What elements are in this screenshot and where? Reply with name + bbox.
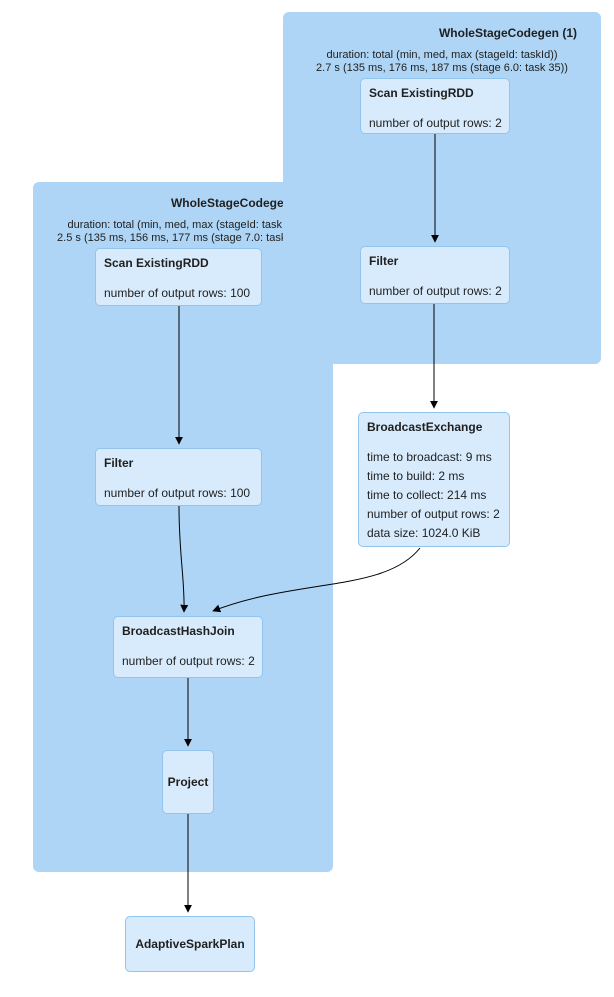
node-title: Filter (369, 254, 399, 268)
node-metrics: number of output rows: 2 (122, 652, 255, 671)
node-adaptivesparkplan[interactable]: AdaptiveSparkPlan (125, 916, 255, 972)
cluster-duration-value: 2.5 s (135 ms, 156 ms, 177 ms (stage 7.0… (57, 232, 309, 244)
node-metric: number of output rows: 100 (104, 486, 251, 500)
node-title: Scan ExistingRDD (104, 256, 209, 270)
cluster-title: WholeStageCodegen (2) (170, 196, 309, 210)
node-title: BroadcastHashJoin (122, 624, 235, 638)
node-title: BroadcastExchange (367, 420, 483, 434)
cluster-duration-block: duration: total (min, med, max (stageId:… (33, 219, 333, 245)
cluster-duration-label: duration: total (min, med, max (stageId:… (67, 219, 299, 231)
node-metrics: number of output rows: 100 (104, 484, 253, 503)
node-metrics: number of output rows: 100 (104, 284, 253, 303)
node-title: Scan ExistingRDD (369, 86, 474, 100)
node-title: AdaptiveSparkPlan (135, 936, 245, 951)
node-metrics: time to broadcast: 9 ms time to build: 2… (367, 448, 501, 543)
node-metric: time to build: 2 ms (367, 469, 465, 483)
node-broadcastexchange[interactable]: BroadcastExchange time to broadcast: 9 m… (358, 412, 510, 547)
cluster-duration-value: 2.7 s (135 ms, 176 ms, 187 ms (stage 6.0… (316, 62, 568, 74)
cluster-duration-label: duration: total (min, med, max (stageId:… (326, 49, 558, 61)
node-metric: data size: 1024.0 KiB (367, 526, 481, 540)
node-scan-existingrdd-1[interactable]: Scan ExistingRDD number of output rows: … (360, 78, 510, 134)
node-metric: number of output rows: 2 (122, 654, 255, 668)
node-metric: number of output rows: 2 (367, 507, 500, 521)
node-filter-2[interactable]: Filter number of output rows: 100 (95, 448, 262, 506)
node-metric: time to broadcast: 9 ms (367, 450, 492, 464)
node-metrics: number of output rows: 2 (369, 282, 502, 301)
node-title: Filter (104, 456, 134, 470)
node-broadcasthashjoin[interactable]: BroadcastHashJoin number of output rows:… (113, 616, 263, 678)
cluster-title: WholeStageCodegen (1) (438, 26, 577, 40)
node-metric: number of output rows: 2 (369, 116, 502, 130)
node-title: Project (167, 774, 209, 789)
node-metric: number of output rows: 2 (369, 284, 502, 298)
node-project[interactable]: Project (162, 750, 214, 814)
cluster-wholestagecodegen-1: WholeStageCodegen (1) duration: total (m… (283, 12, 601, 364)
node-metric: number of output rows: 100 (104, 286, 251, 300)
cluster-duration-block: duration: total (min, med, max (stageId:… (283, 49, 601, 75)
node-scan-existingrdd-2[interactable]: Scan ExistingRDD number of output rows: … (95, 248, 262, 306)
node-metrics: number of output rows: 2 (369, 114, 502, 133)
node-filter-1[interactable]: Filter number of output rows: 2 (360, 246, 510, 304)
node-metric: time to collect: 214 ms (367, 488, 487, 502)
